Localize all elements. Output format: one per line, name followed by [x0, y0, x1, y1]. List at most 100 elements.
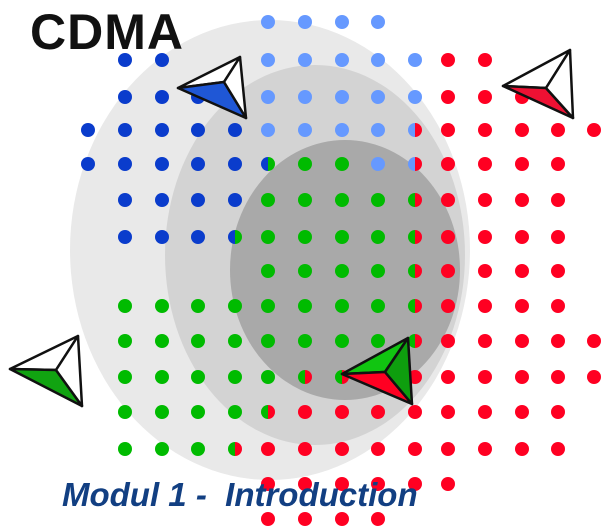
coverage-dot [441, 405, 455, 419]
coverage-dot [298, 123, 312, 137]
coverage-dot [118, 193, 132, 207]
coverage-dot-overlap [408, 123, 422, 137]
coverage-dot [261, 442, 275, 456]
coverage-dot [335, 264, 349, 278]
coverage-dot [261, 90, 275, 104]
coverage-dot [228, 334, 242, 348]
coverage-dot [155, 123, 169, 137]
coverage-dot [228, 193, 242, 207]
coverage-dot [191, 123, 205, 137]
coverage-dot [371, 230, 385, 244]
coverage-dot [118, 53, 132, 67]
coverage-dot [118, 370, 132, 384]
dot-half-right [415, 299, 422, 313]
coverage-dot [298, 442, 312, 456]
coverage-dot [371, 193, 385, 207]
coverage-dot-overlap [261, 157, 275, 171]
coverage-dot [551, 334, 565, 348]
coverage-dot [551, 230, 565, 244]
coverage-dot [441, 299, 455, 313]
coverage-dot [371, 299, 385, 313]
coverage-dot [155, 299, 169, 313]
transmitter-face-back [383, 336, 414, 406]
dot-half-right [415, 123, 422, 137]
coverage-dot [408, 442, 422, 456]
coverage-dot [441, 334, 455, 348]
coverage-dot [261, 370, 275, 384]
coverage-dot [261, 193, 275, 207]
coverage-dot-overlap [408, 264, 422, 278]
dot-half-left [408, 123, 415, 137]
coverage-dot [515, 193, 529, 207]
coverage-dot [515, 299, 529, 313]
coverage-dot-grid [81, 15, 601, 526]
coverage-dot [261, 123, 275, 137]
dot-half-right [415, 193, 422, 207]
coverage-dot [371, 123, 385, 137]
coverage-dot [335, 512, 349, 526]
coverage-dot [228, 299, 242, 313]
coverage-dot [261, 299, 275, 313]
page-title: CDMA [30, 4, 184, 60]
dot-half-left [261, 157, 268, 171]
coverage-dot [298, 90, 312, 104]
coverage-dot [191, 334, 205, 348]
coverage-dot [81, 157, 95, 171]
transmitter-face-back [544, 48, 575, 120]
coverage-dot [335, 477, 349, 491]
dot-half-left [408, 193, 415, 207]
coverage-dot [81, 123, 95, 137]
coverage-dot [515, 264, 529, 278]
coverage-dot [587, 334, 601, 348]
coverage-dot [298, 15, 312, 29]
dot-half-left [408, 264, 415, 278]
coverage-dot [155, 405, 169, 419]
coverage-dot [228, 405, 242, 419]
dot-half-right [415, 230, 422, 244]
coverage-dot [155, 193, 169, 207]
coverage-dot [335, 123, 349, 137]
coverage-dot [515, 230, 529, 244]
coverage-dot [551, 157, 565, 171]
coverage-dot [298, 53, 312, 67]
coverage-dot [298, 334, 312, 348]
module-subtitle: Modul 1 - Introduction [62, 476, 418, 513]
coverage-dot [191, 230, 205, 244]
coverage-dot [228, 123, 242, 137]
coverage-dot [155, 334, 169, 348]
dot-half-left [228, 442, 235, 456]
coverage-dot [155, 53, 169, 67]
coverage-dot [118, 90, 132, 104]
coverage-dot [441, 230, 455, 244]
coverage-dot [118, 157, 132, 171]
coverage-dot [298, 193, 312, 207]
coverage-dot [371, 264, 385, 278]
coverage-dot [371, 512, 385, 526]
coverage-dot [478, 90, 492, 104]
coverage-dot [155, 157, 169, 171]
coverage-dot [478, 299, 492, 313]
coverage-dot [335, 230, 349, 244]
coverage-dot [191, 299, 205, 313]
coverage-dot-overlap [228, 230, 242, 244]
coverage-dot [408, 405, 422, 419]
coverage-dot [228, 370, 242, 384]
coverage-dot [298, 157, 312, 171]
coverage-dot [441, 264, 455, 278]
coverage-dot [515, 123, 529, 137]
coverage-dot [261, 477, 275, 491]
coverage-dot [191, 405, 205, 419]
coverage-dot [587, 123, 601, 137]
dot-half-left [298, 370, 305, 384]
coverage-dot [335, 193, 349, 207]
coverage-dot-overlap [408, 157, 422, 171]
coverage-dot [551, 442, 565, 456]
coverage-dot [441, 123, 455, 137]
coverage-dot-overlap [261, 405, 275, 419]
coverage-dot [261, 512, 275, 526]
dot-half-right [415, 334, 422, 348]
green-red-transmitter-icon [340, 336, 414, 406]
coverage-dot [551, 193, 565, 207]
coverage-dot [298, 264, 312, 278]
dot-half-left [261, 405, 268, 419]
